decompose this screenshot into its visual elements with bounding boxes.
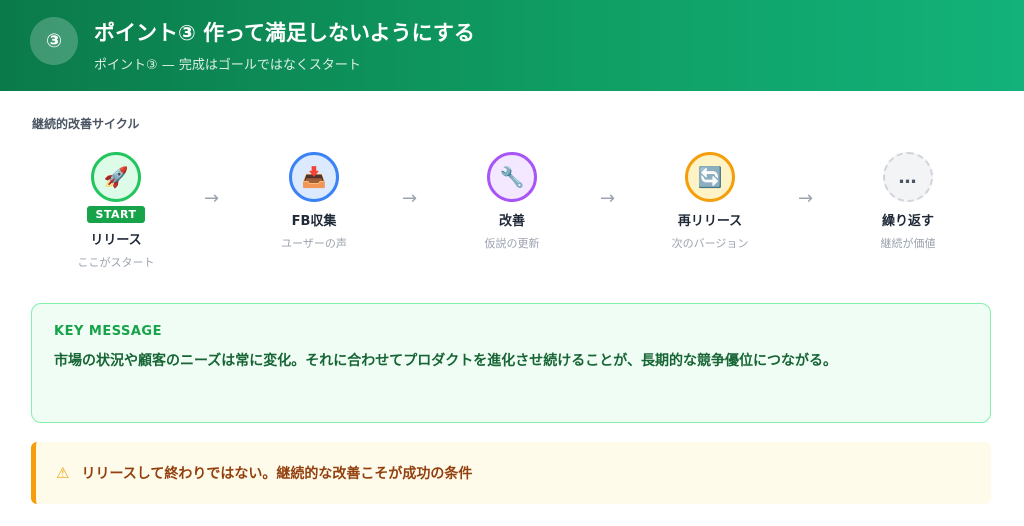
inbox-tray-icon: 📥 (301, 165, 327, 189)
step-circle: 🔄 (685, 152, 735, 202)
warning-text: リリースして終わりではない。継続的な改善こそが成功の条件 (81, 466, 473, 482)
cycle-step-release: 🚀 START リリース ここがスタート (56, 152, 176, 270)
cycle-section-label: 継続的改善サイクル (32, 117, 140, 131)
step-circle: 🔧 (487, 152, 537, 202)
step-circle: 📥 (289, 152, 339, 202)
point-number-badge: ③ (30, 17, 78, 65)
step-label: FB収集 (291, 214, 337, 229)
cycle-step-rerelease: 🔄 再リリース 次のバージョン (650, 152, 770, 251)
step-label: 繰り返す (881, 214, 934, 229)
page-title: ポイント③ 作って満足しないようにする (94, 21, 475, 45)
step-label: 改善 (498, 214, 525, 229)
warning-callout: ⚠ リリースして終わりではない。継続的な改善こそが成功の条件 (31, 442, 991, 504)
cycle-step-feedback: 📥 FB収集 ユーザーの声 (254, 152, 374, 251)
ellipsis-icon: … (898, 166, 918, 188)
refresh-icon: 🔄 (697, 165, 723, 189)
rocket-icon: 🚀 (103, 165, 129, 189)
arrow-icon: → (204, 188, 220, 209)
cycle-step-repeat: … 繰り返す 継続が価値 (848, 152, 968, 251)
page-subtitle: ポイント③ — 完成はゴールではなくスタート (94, 58, 361, 73)
header-banner: ③ ポイント③ 作って満足しないようにする ポイント③ — 完成はゴールではなく… (0, 0, 1024, 91)
warning-icon: ⚠ (56, 464, 70, 482)
cycle-step-improve: 🔧 改善 仮説の更新 (452, 152, 572, 251)
step-circle: … (883, 152, 933, 202)
step-sub: ユーザーの声 (281, 237, 347, 250)
step-sub: 仮説の更新 (484, 237, 540, 250)
arrow-icon: → (402, 188, 418, 209)
step-sub: 次のバージョン (671, 237, 749, 250)
arrow-icon: → (600, 188, 616, 209)
key-message-box: KEY MESSAGE 市場の状況や顧客のニーズは常に変化。それに合わせてプロダ… (31, 303, 991, 423)
key-message-title: KEY MESSAGE (54, 324, 162, 339)
step-circle: 🚀 (91, 152, 141, 202)
step-label: リリース (90, 233, 142, 248)
step-sub: 継続が価値 (880, 237, 936, 250)
step-sub: ここがスタート (77, 256, 155, 269)
wrench-icon: 🔧 (499, 165, 525, 189)
key-message-text: 市場の状況や顧客のニーズは常に変化。それに合わせてプロダクトを進化させ続けること… (54, 353, 838, 369)
arrow-icon: → (798, 188, 814, 209)
start-tag: START (87, 206, 145, 223)
step-label: 再リリース (677, 214, 743, 229)
